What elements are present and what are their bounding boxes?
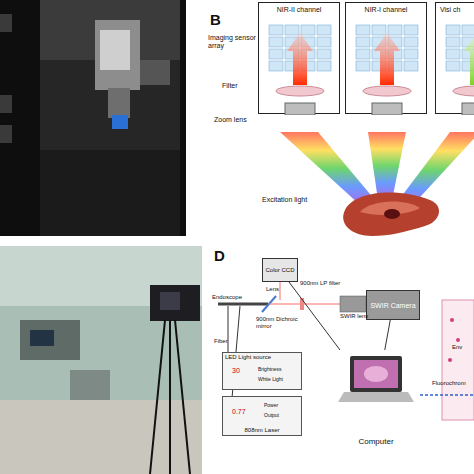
annotation-label: 900nm LP filter bbox=[300, 280, 344, 287]
annotation-label: Fluorochrom bbox=[432, 380, 466, 387]
filter-disc bbox=[363, 86, 411, 96]
sensor-cell bbox=[269, 37, 283, 47]
channel-box: Visi ch bbox=[435, 2, 474, 114]
sensor-cell bbox=[317, 61, 331, 71]
node-text: Color CCD bbox=[265, 267, 294, 274]
sensor-cell bbox=[388, 25, 402, 35]
sensor-cell bbox=[356, 37, 370, 47]
annotation-label: Excitation light bbox=[262, 196, 307, 204]
sensor-cell bbox=[372, 25, 386, 35]
sensor-illustration bbox=[436, 3, 474, 115]
zoom-lens bbox=[372, 103, 402, 115]
annotation-label: Env bbox=[452, 344, 462, 351]
sensor-cell bbox=[462, 25, 474, 35]
sensor-cell bbox=[446, 37, 460, 47]
light-arrow bbox=[287, 33, 313, 85]
annotation-label: Lens bbox=[266, 286, 279, 293]
sensor-cell bbox=[317, 37, 331, 47]
sensor-cell bbox=[356, 61, 370, 71]
annotation-label: White Light bbox=[258, 376, 283, 382]
sensor-cell bbox=[269, 61, 283, 71]
annotation-label: 0.77 bbox=[232, 408, 246, 416]
annotation-label: Output bbox=[264, 412, 279, 418]
panel-letter: D bbox=[214, 248, 225, 264]
annotation-label: 30 bbox=[232, 367, 240, 375]
sensor-cell bbox=[356, 25, 370, 35]
sensor-cell bbox=[285, 25, 299, 35]
sensor-cell bbox=[269, 49, 283, 59]
sensor-cell bbox=[404, 37, 418, 47]
annotation-label: Brightness bbox=[258, 366, 282, 372]
node-text: SWIR Camera bbox=[370, 301, 415, 310]
annotation-label: Zoom lens bbox=[214, 116, 247, 124]
light-arrow bbox=[374, 33, 400, 85]
sensor-cell bbox=[317, 25, 331, 35]
sensor-cell bbox=[404, 25, 418, 35]
zoom-lens bbox=[285, 103, 315, 115]
device-box: SWIR Camera bbox=[366, 290, 420, 320]
computer-node: Computer bbox=[338, 350, 414, 446]
annotation-label: 900nm Dichroic mirror bbox=[256, 316, 302, 330]
node-text: NIR-I channel bbox=[365, 6, 408, 14]
sensor-cell bbox=[404, 49, 418, 59]
sensor-cell bbox=[446, 61, 460, 71]
node-text: LED Light source bbox=[225, 354, 271, 361]
sensor-cell bbox=[356, 49, 370, 59]
sensor-cell bbox=[446, 49, 460, 59]
annotation-label: Endoscope bbox=[212, 294, 242, 301]
sensor-cell bbox=[269, 25, 283, 35]
zoom-lens bbox=[462, 103, 474, 115]
channel-box: NIR-II channel bbox=[258, 2, 340, 114]
node-text: Visi ch bbox=[440, 6, 461, 14]
filter-disc bbox=[276, 86, 324, 96]
filter-disc bbox=[453, 86, 474, 96]
device-box: Color CCD bbox=[262, 258, 298, 282]
annotation-label: SWIR lens bbox=[340, 313, 368, 320]
node-text: Computer bbox=[358, 437, 393, 446]
annotation-label: Fiber bbox=[214, 338, 228, 345]
sensor-illustration bbox=[259, 3, 341, 115]
light-arrow bbox=[464, 33, 474, 85]
annotation-label: Power bbox=[264, 402, 278, 408]
annotation-label: Filter bbox=[222, 82, 238, 90]
sensor-cell bbox=[317, 49, 331, 59]
annotation-label: Imaging sensor array bbox=[208, 34, 266, 50]
channel-box: NIR-I channel bbox=[345, 2, 427, 114]
sensor-cell bbox=[404, 61, 418, 71]
cable-connector bbox=[385, 320, 390, 350]
panel-letter: B bbox=[210, 12, 221, 28]
node-text: NIR-II channel bbox=[277, 6, 322, 14]
sensor-cell bbox=[446, 25, 460, 35]
sensor-illustration bbox=[346, 3, 428, 115]
sensor-cell bbox=[301, 25, 315, 35]
node-text: 808nm Laser bbox=[244, 427, 279, 434]
device-box: 808nm Laser bbox=[222, 396, 302, 436]
